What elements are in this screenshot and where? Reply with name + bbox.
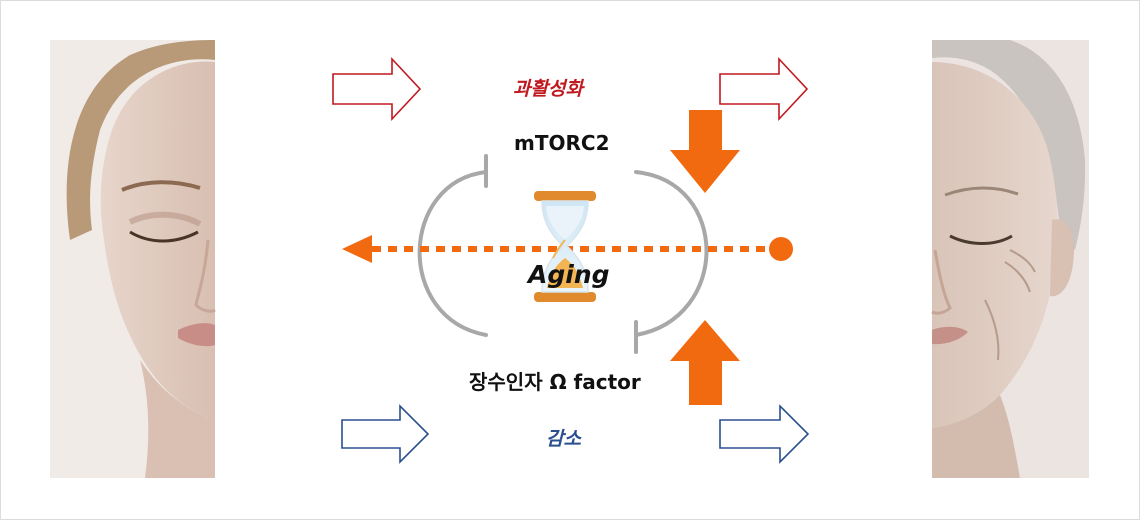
blue-arrow-right xyxy=(719,404,810,464)
mtorc2-label: mTORC2 xyxy=(514,131,610,155)
blue-arrow-left xyxy=(341,404,430,464)
inhibition-right-bracket xyxy=(634,170,709,354)
orange-up-arrow xyxy=(670,320,740,405)
overactivation-label: 과활성화 xyxy=(513,78,583,100)
young-face-photo xyxy=(50,40,216,478)
red-arrow-right xyxy=(719,56,809,122)
decrease-label: 감소 xyxy=(546,428,581,450)
orange-down-arrow xyxy=(670,110,740,193)
aged-face-photo xyxy=(931,40,1089,478)
aging-direction-arrow xyxy=(342,235,793,263)
aging-label: Aging xyxy=(528,260,610,289)
inhibition-left-bracket xyxy=(417,154,488,337)
red-arrow-left xyxy=(332,56,422,122)
hourglass-icon xyxy=(534,191,596,302)
longevity-factor-label: 장수인자 Ω factor xyxy=(469,370,641,394)
